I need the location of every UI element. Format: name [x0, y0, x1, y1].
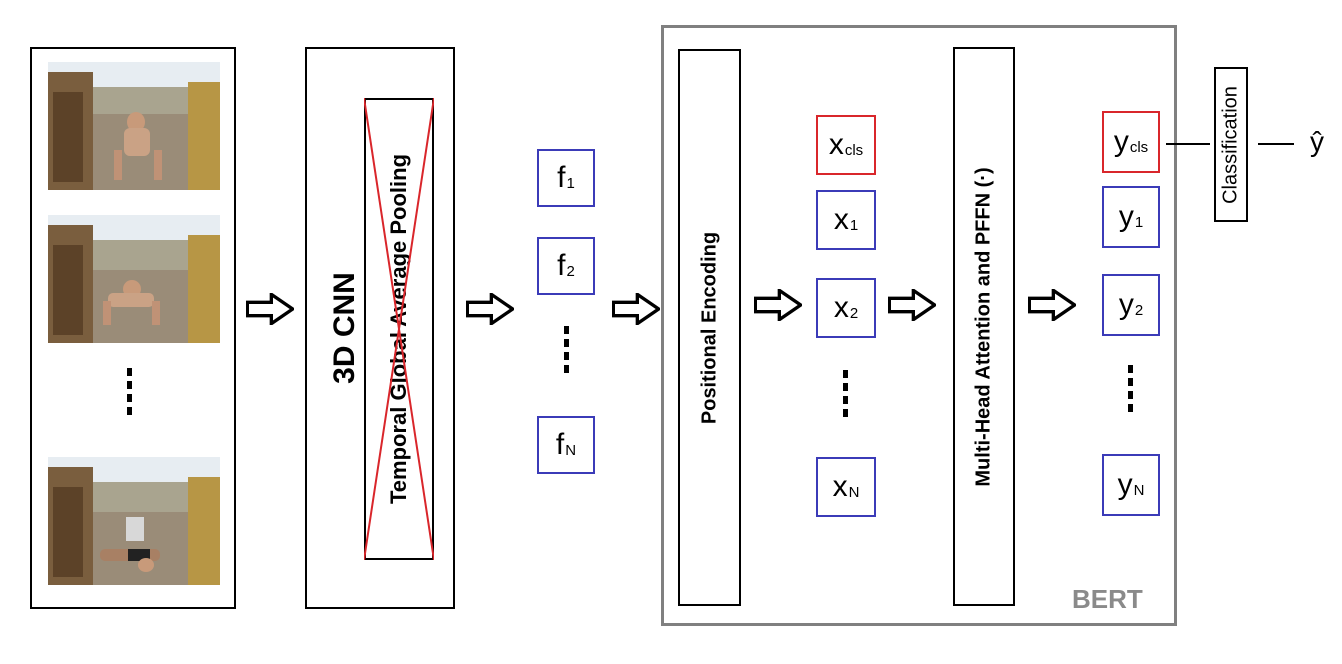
attention-pffn-label: Multi-Head Attention and PFFN (·) — [972, 166, 995, 487]
positional-encoding-label: Positional Encoding — [698, 231, 720, 424]
bert-container — [661, 25, 1177, 626]
temporal-pooling-block: Temporal Global Average Pooling — [364, 98, 434, 560]
arrow-features-to-bert — [612, 293, 660, 325]
arrow-frames-to-cnn — [246, 293, 294, 325]
strikethrough-cross — [364, 98, 434, 560]
input-frames-panel — [30, 47, 236, 609]
features-ellipsis — [564, 326, 570, 378]
arrow-inputs-to-attention — [888, 289, 936, 321]
frames-ellipsis — [127, 368, 133, 420]
classifier-to-output-line — [1258, 143, 1294, 145]
video-frame-2 — [48, 215, 220, 343]
arrow-pe-to-inputs — [754, 289, 802, 321]
arrow-cnn-to-features — [466, 293, 514, 325]
outputs-ellipsis — [1128, 365, 1134, 417]
video-frame-3 — [48, 457, 220, 585]
bert-label: BERT — [1072, 584, 1143, 614]
cnn-block: 3D CNN Temporal Global Average Pooling — [305, 47, 455, 609]
inputs-ellipsis — [843, 370, 849, 422]
cnn-title: 3D CNN — [328, 272, 361, 384]
video-frame-1 — [48, 62, 220, 190]
classification-label: Classification — [1219, 85, 1242, 204]
arrow-attention-to-outputs — [1028, 289, 1076, 321]
attention-pffn-block: Multi-Head Attention and PFFN (·) — [953, 47, 1015, 606]
prediction-output: ŷ — [1310, 126, 1324, 157]
classification-block: Classification — [1214, 67, 1248, 222]
cls-to-classifier-line — [1166, 143, 1210, 145]
positional-encoding-block: Positional Encoding — [678, 49, 741, 606]
